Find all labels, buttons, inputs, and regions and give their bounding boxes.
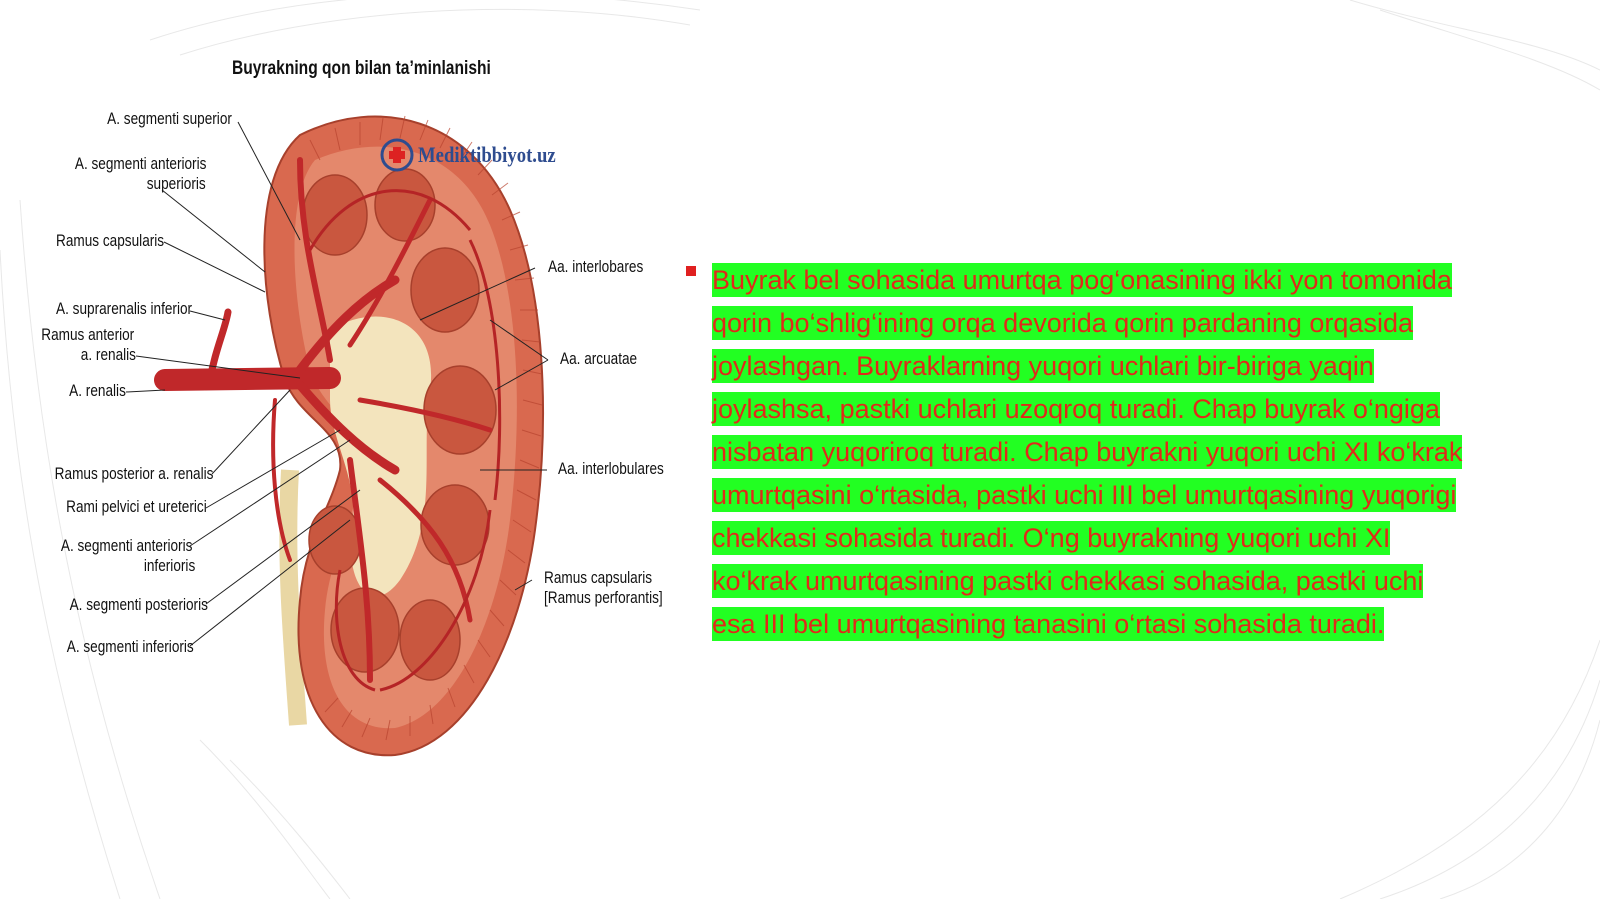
paragraph-line: ko‘krak umurtqasining pastki chekkasi so…	[712, 564, 1424, 598]
label-superioris: superioris	[147, 174, 206, 193]
label-suprarenalis-inferior: A. suprarenalis inferior	[55, 299, 192, 318]
label-interlobares: Aa. interlobares	[548, 257, 644, 276]
watermark-text: Mediktibbiyot.uz	[418, 142, 556, 167]
bullet-marker	[686, 266, 696, 276]
medical-logo-icon	[380, 138, 414, 172]
label-a-renalis-anterior: a. renalis	[80, 345, 136, 364]
figure-title: Buyrakning qon bilan ta’minlanishi	[232, 58, 491, 79]
paragraph-line: esa III bel umurtqasining tanasini o‘rta…	[712, 607, 1385, 641]
kidney-illustration	[125, 115, 549, 757]
label-segmenti-anterioris-superioris: A. segmenti anterioris	[74, 154, 206, 173]
label-segmenti-inferioris: A. segmenti inferioris	[67, 637, 194, 656]
label-ramus-capsularis-left: Ramus capsularis	[55, 231, 164, 250]
label-interlobulares: Aa. interlobulares	[558, 459, 664, 478]
label-inferioris: inferioris	[143, 556, 195, 575]
watermark: Mediktibbiyot.uz	[380, 138, 580, 172]
paragraph-line: joylashgan. Buyraklarning yuqori uchlari…	[712, 349, 1374, 383]
label-ramus-posterior: Ramus posterior a. renalis	[54, 464, 213, 483]
paragraph-line: Buyrak bel sohasida umurtqa pog‘onasinin…	[712, 263, 1452, 297]
label-rami-pelvici: Rami pelvici et ureterici	[66, 497, 207, 516]
label-ramus-anterior: Ramus anterior	[41, 325, 134, 344]
paragraph-line: chekkasi sohasida turadi. O‘ng buyraknin…	[712, 521, 1391, 555]
label-segmenti-posterioris: A. segmenti posterioris	[69, 595, 208, 614]
label-ramus-perforantis: [Ramus perforantis]	[544, 588, 663, 607]
label-segmenti-superior: A. segmenti superior	[107, 109, 232, 128]
paragraph-line: joylashsa, pastki uchlari uzoqroq turadi…	[712, 392, 1440, 426]
label-segmenti-anterioris-inferioris: A. segmenti anterioris	[60, 536, 192, 555]
description-paragraph: Buyrak bel sohasida umurtqa pog‘onasinin…	[712, 259, 1572, 646]
paragraph-line: umurtqasini o‘rtasida, pastki uchi III b…	[712, 478, 1457, 512]
label-a-renalis: A. renalis	[69, 381, 126, 400]
label-ramus-capsularis-right: Ramus capsularis	[544, 568, 653, 587]
paragraph-line: qorin bo‘shlig‘ining orqa devorida qorin…	[712, 306, 1413, 340]
label-arcuatae: Aa. arcuatae	[560, 349, 638, 368]
paragraph-line: nisbatan yuqoriroq turadi. Chap buyrakni…	[712, 435, 1463, 469]
